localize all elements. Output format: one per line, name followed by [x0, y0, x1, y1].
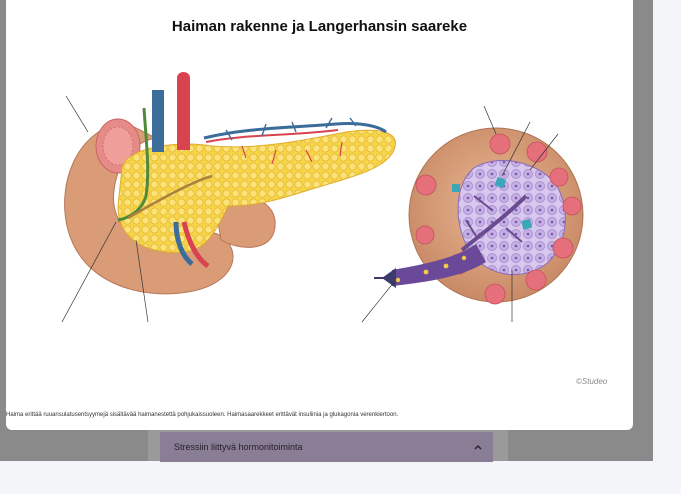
image-modal: Haiman rakenne ja Langerhansin saareke	[6, 0, 633, 430]
pancreas-illustration	[6, 0, 633, 410]
aorta	[177, 72, 190, 150]
accordion-label: Stressiin liittyvä hormonitoiminta	[174, 442, 303, 452]
portal-vein	[152, 90, 164, 152]
image-credit: ©Studeo	[576, 377, 607, 386]
accordion-stress-hormones[interactable]: Stressiin liittyvä hormonitoiminta	[160, 432, 493, 462]
chevron-up-icon	[473, 442, 483, 452]
figure-caption: Haima erittää ruuansulatusentsyymejä sis…	[6, 412, 398, 418]
